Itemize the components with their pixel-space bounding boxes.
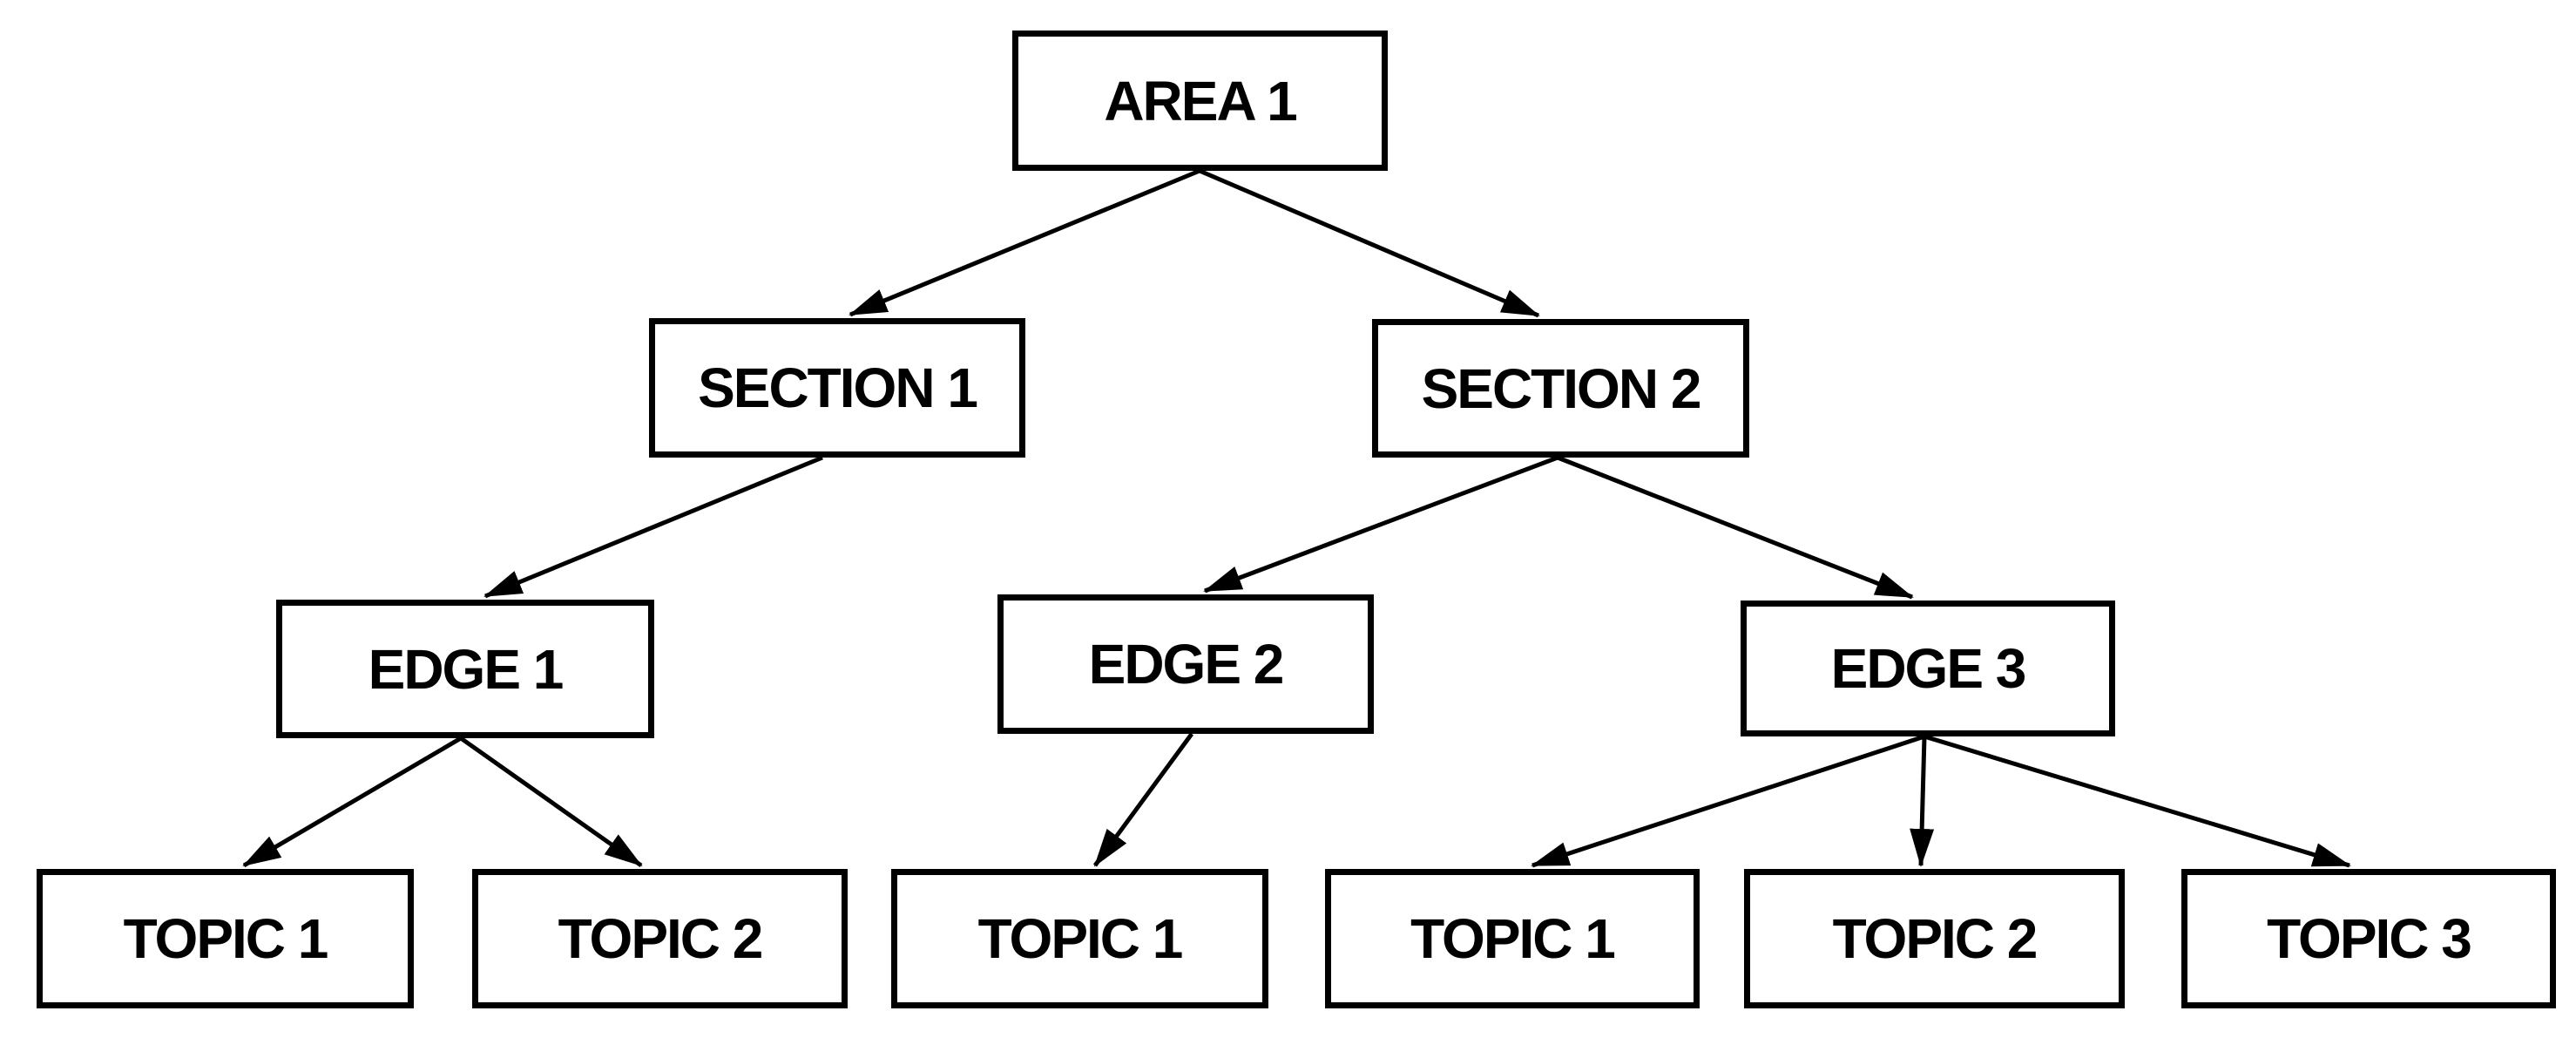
arrow-section1-to-edge1 <box>483 455 823 599</box>
node-edge-1: EDGE 1 <box>276 600 654 738</box>
node-label: AREA 1 <box>1104 69 1297 132</box>
node-label: TOPIC 3 <box>2267 907 2472 970</box>
node-topic-2-under-edge-3: TOPIC 2 <box>1744 869 2125 1008</box>
arrow-edge1-to-topic2 <box>459 736 643 868</box>
node-label: EDGE 3 <box>1830 637 2027 700</box>
node-label: TOPIC 1 <box>123 907 329 970</box>
arrow-edge3-to-topic1 <box>1531 734 1925 868</box>
node-topic-1-under-edge-1: TOPIC 1 <box>37 869 414 1008</box>
node-label: EDGE 2 <box>1088 633 1285 696</box>
node-area-1: AREA 1 <box>1012 31 1388 171</box>
node-topic-1-under-edge-3: TOPIC 1 <box>1325 869 1700 1008</box>
arrow-section2-to-edge2 <box>1203 455 1558 594</box>
node-label: SECTION 2 <box>1421 356 1702 420</box>
node-section-1: SECTION 1 <box>649 318 1025 458</box>
node-section-2: SECTION 2 <box>1372 319 1749 458</box>
node-edge-2: EDGE 2 <box>997 594 1374 734</box>
node-label: TOPIC 2 <box>1832 907 2038 970</box>
arrow-section2-to-edge3 <box>1557 455 1914 600</box>
node-label: EDGE 1 <box>368 637 565 701</box>
arrow-edge3-to-topic3 <box>1924 734 2351 868</box>
node-label: TOPIC 2 <box>558 907 764 970</box>
arrow-edge2-to-topic1 <box>1092 732 1194 867</box>
node-topic-3-under-edge-3: TOPIC 3 <box>2181 869 2556 1008</box>
arrow-edge3-to-topic2 <box>1910 736 1935 867</box>
node-topic-1-under-edge-2: TOPIC 1 <box>891 869 1268 1008</box>
node-label: TOPIC 1 <box>1410 907 1616 970</box>
node-label: SECTION 1 <box>698 356 978 419</box>
node-label: TOPIC 1 <box>977 907 1184 970</box>
arrow-area1-to-section1 <box>849 168 1200 317</box>
arrow-edge1-to-topic1 <box>242 736 463 868</box>
node-edge-3: EDGE 3 <box>1741 601 2115 736</box>
arrow-area1-to-section2 <box>1199 168 1540 318</box>
node-topic-2-under-edge-1: TOPIC 2 <box>472 869 848 1008</box>
